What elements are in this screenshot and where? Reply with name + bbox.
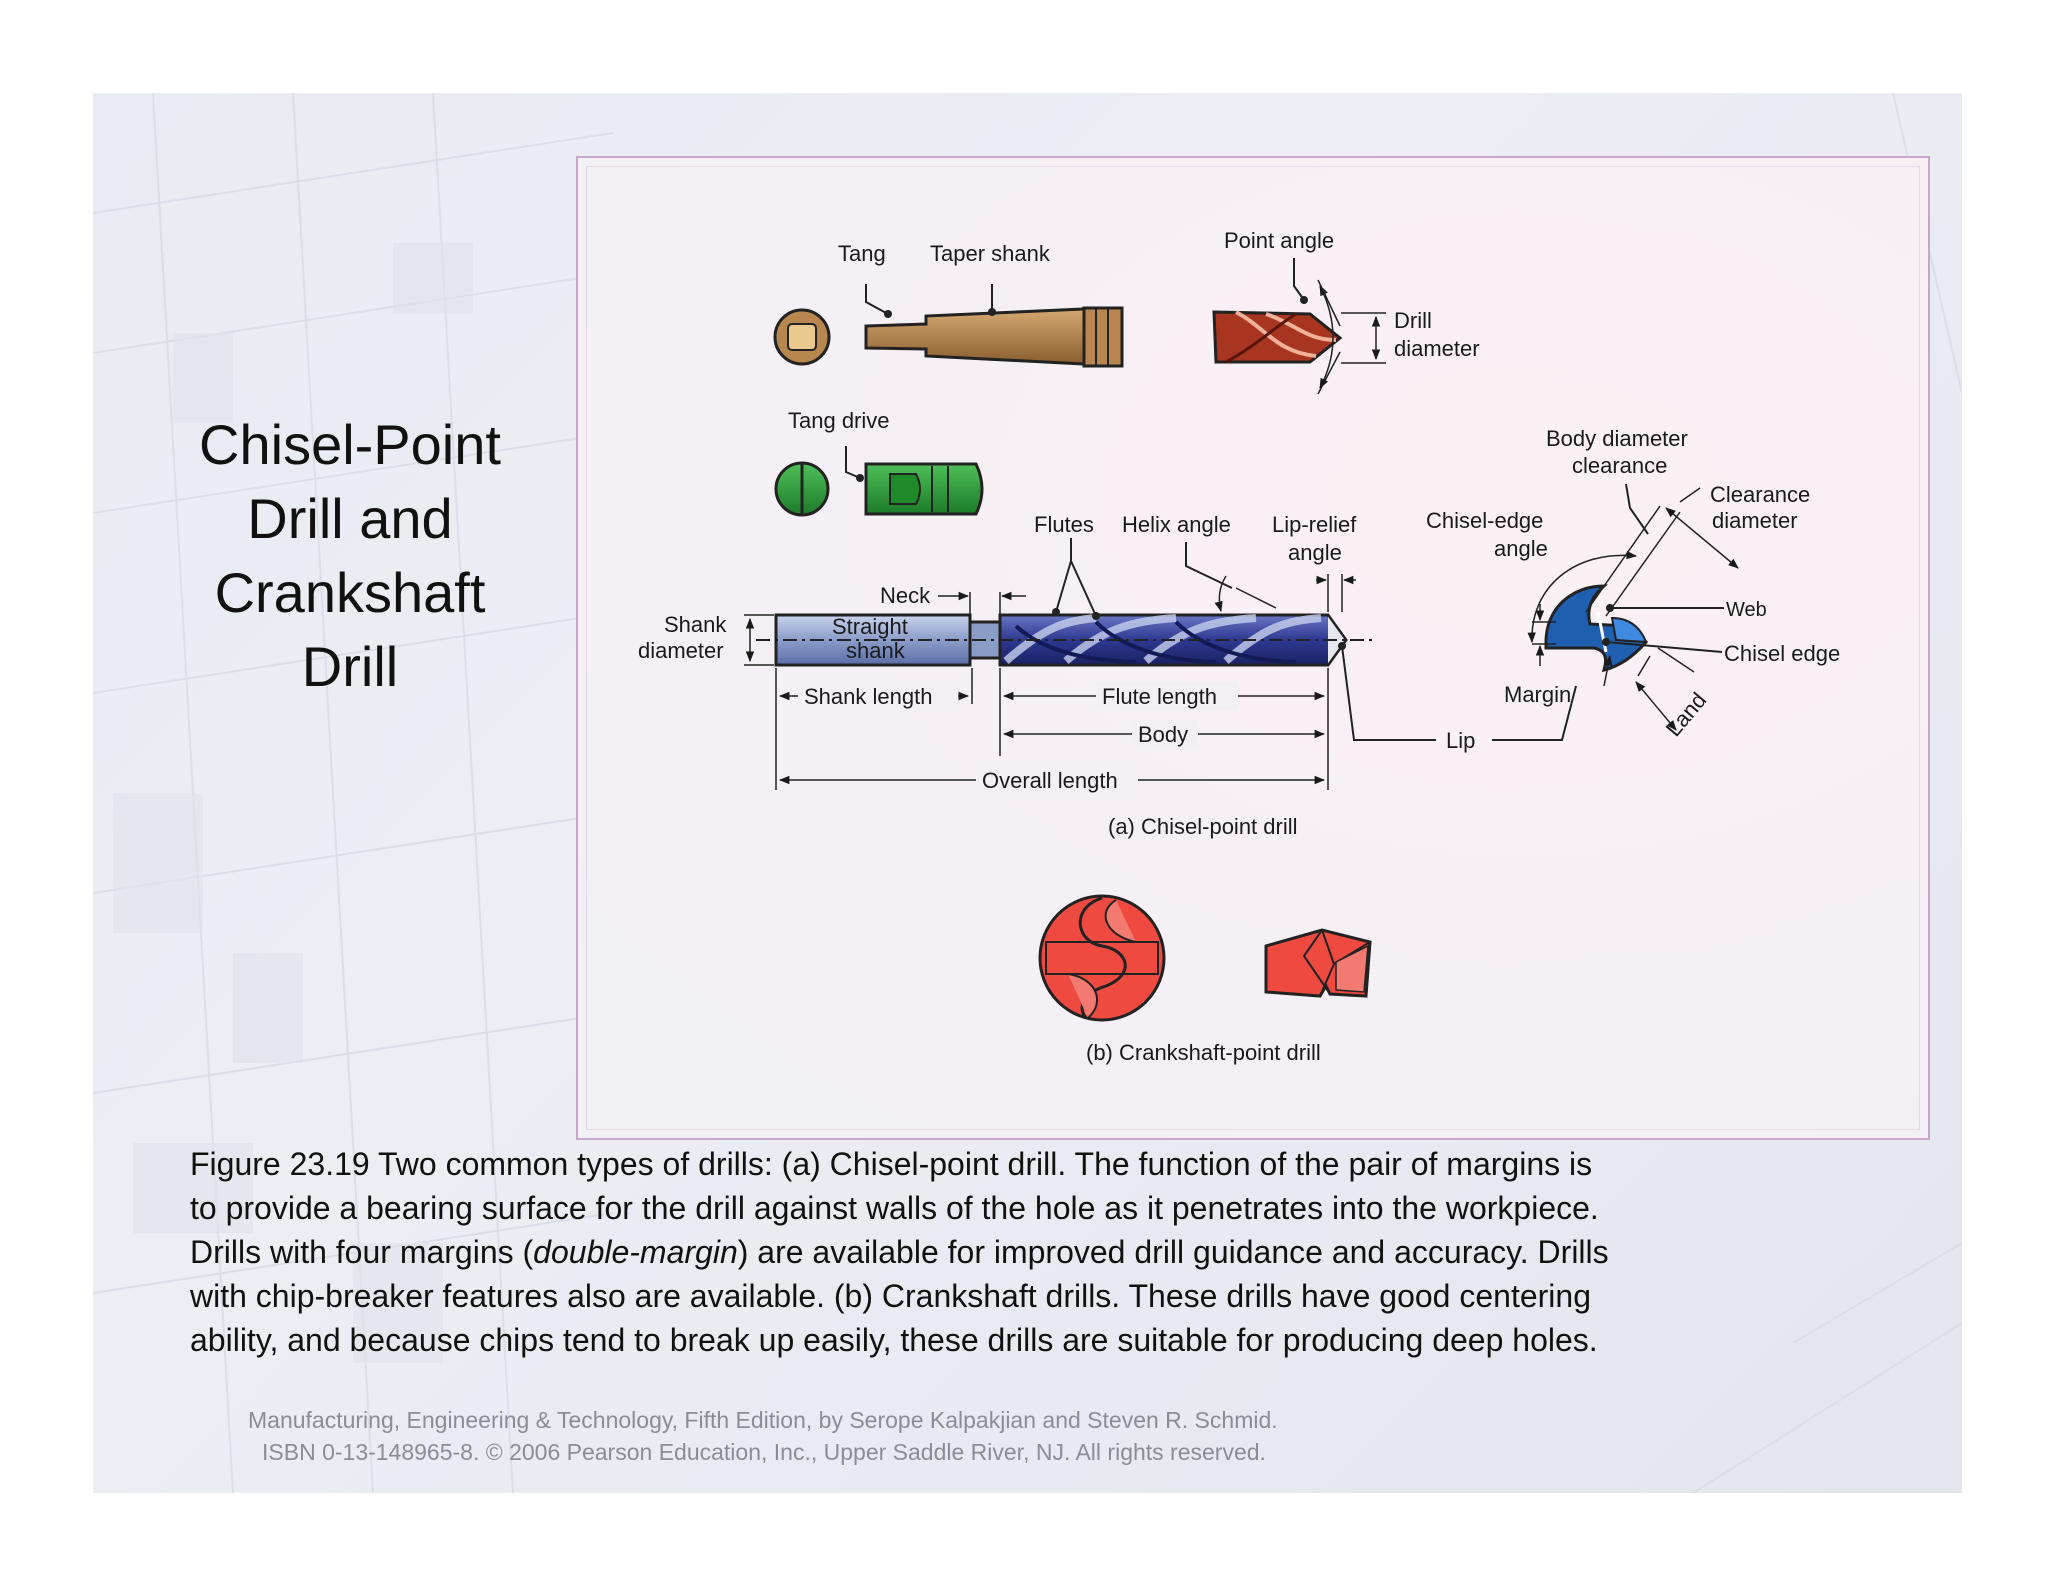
slide-title-line: Drill and	[247, 487, 453, 550]
drill-point-illustration	[1212, 310, 1343, 364]
crankshaft-end-view	[1038, 894, 1166, 1022]
point-angle-leader	[1293, 258, 1305, 301]
label-point-angle: Point angle	[1224, 228, 1334, 253]
crankshaft-point-illustration	[1264, 928, 1372, 998]
label-chisel-point-drill: (a) Chisel-point drill	[1108, 814, 1298, 839]
label-overall-length: Overall length	[982, 768, 1118, 793]
label-clearance-diameter: Clearance	[1710, 482, 1810, 507]
slide-title-line: Crankshaft	[214, 561, 486, 624]
label-flutes: Flutes	[1034, 512, 1094, 537]
credit-line: Manufacturing, Engineering & Technology,…	[248, 1407, 1278, 1433]
caption-line: with chip-breaker features also are avai…	[190, 1278, 1591, 1314]
label-body: Body	[1138, 722, 1188, 747]
taper-shank-illustration	[864, 306, 1124, 368]
label-shank-diameter: Shank	[664, 612, 727, 637]
figure-caption: Figure 23.19 Two common types of drills:…	[190, 1142, 1850, 1362]
background-pattern	[93, 93, 1962, 1493]
label-crankshaft-point-drill: (b) Crankshaft-point drill	[1086, 1040, 1321, 1065]
label-lip-relief-angle: Lip-relief	[1272, 512, 1357, 537]
label-shank-diameter: diameter	[638, 638, 724, 663]
label-clearance-diameter: diameter	[1712, 508, 1798, 533]
label-taper-shank: Taper shank	[930, 241, 1051, 266]
caption-line: to provide a bearing surface for the dri…	[190, 1190, 1599, 1226]
label-neck: Neck	[880, 583, 931, 608]
slide-title-line: Drill	[301, 635, 399, 698]
label-lip-relief-angle: angle	[1288, 540, 1342, 565]
label-web: Web	[1726, 599, 1767, 621]
tang-leader	[865, 284, 889, 315]
label-lip: Lip	[1446, 728, 1475, 753]
label-body-diameter-clearance: Body diameter	[1546, 426, 1688, 451]
label-drill-diameter: diameter	[1394, 336, 1480, 361]
label-margin: Margin	[1504, 682, 1571, 707]
label-shank-length: Shank length	[804, 684, 932, 709]
credit-line: ISBN 0-13-148965-8. © 2006 Pearson Educa…	[262, 1439, 1266, 1465]
label-straight-shank: Straight	[832, 614, 908, 639]
drill-diagram: Tang Taper shank Point angle Drill diame…	[638, 228, 1840, 1065]
tang-drive-illustration	[864, 462, 984, 516]
label-straight-shank: shank	[846, 638, 906, 663]
slide-title-line: Chisel-Point	[199, 413, 501, 476]
label-chisel-edge-angle: angle	[1494, 536, 1548, 561]
caption-line: Drills with four margins (double-margin)…	[190, 1234, 1609, 1270]
label-land: Land	[1661, 688, 1712, 742]
label-chisel-edge-angle: Chisel-edge	[1426, 508, 1543, 533]
label-chisel-edge: Chisel edge	[1724, 641, 1840, 666]
copyright-credit: Manufacturing, Engineering & Technology,…	[248, 1404, 1448, 1468]
caption-emphasis: double-margin	[533, 1234, 738, 1270]
label-drill-diameter: Drill	[1394, 308, 1432, 333]
label-tang-drive: Tang drive	[788, 408, 890, 433]
tang-end-view	[773, 308, 831, 366]
tang-drive-end-view	[774, 461, 830, 517]
label-tang: Tang	[838, 241, 886, 266]
label-helix-angle: Helix angle	[1122, 512, 1231, 537]
caption-line: Figure 23.19 Two common types of drills:…	[190, 1146, 1593, 1182]
slide-title: Chisel-Point Drill and Crankshaft Drill	[140, 408, 560, 704]
label-body-diameter-clearance: clearance	[1572, 453, 1667, 478]
label-flute-length: Flute length	[1102, 684, 1217, 709]
caption-line: ability, and because chips tend to break…	[190, 1322, 1598, 1358]
